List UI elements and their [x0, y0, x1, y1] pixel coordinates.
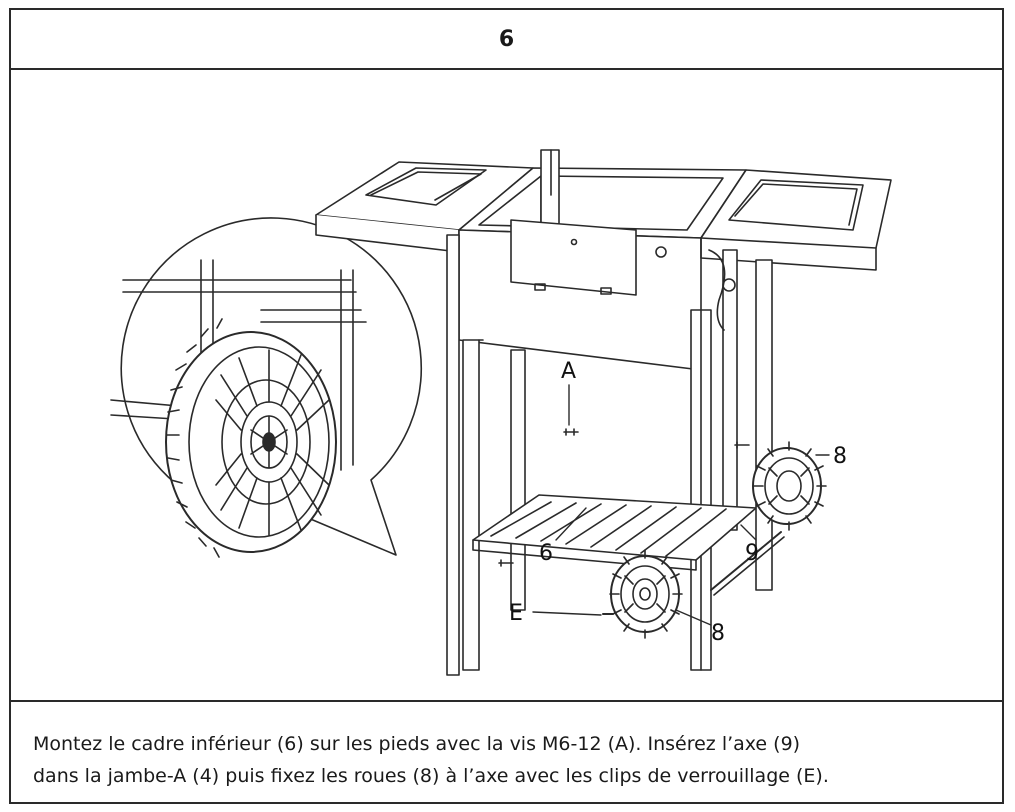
- cart: [315, 149, 892, 676]
- cart-diagram: A 8 9 6 E 8: [110, 149, 892, 676]
- callout-A: A: [561, 359, 576, 384]
- step-number: 6: [498, 26, 515, 52]
- assembly-illustration: A 8 9 6 E 8: [11, 70, 1002, 702]
- wheel-front: [609, 549, 683, 639]
- bottom-frame: [472, 494, 757, 571]
- wheel-detail: [165, 318, 337, 558]
- instruction-panel: 6: [9, 8, 1004, 804]
- instruction-line-2: dans la jambe-A (4) puis fixez les roues…: [33, 765, 829, 787]
- screw-A: [563, 428, 579, 436]
- callout-8-right-wheel: 8: [833, 444, 847, 469]
- callout-8-front-wheel: 8: [711, 621, 725, 646]
- callout-leaders: [532, 384, 830, 626]
- callout-E: E: [509, 601, 523, 626]
- zoom-bubble: [110, 217, 422, 558]
- callout-6-frame: 6: [539, 541, 553, 566]
- callout-9-axle: 9: [745, 541, 759, 566]
- instruction-text: Montez le cadre inférieur (6) sur les pi…: [11, 700, 1002, 802]
- wheel-right: [752, 441, 827, 531]
- step-header: 6: [11, 10, 1002, 70]
- instruction-line-1: Montez le cadre inférieur (6) sur les pi…: [33, 733, 801, 755]
